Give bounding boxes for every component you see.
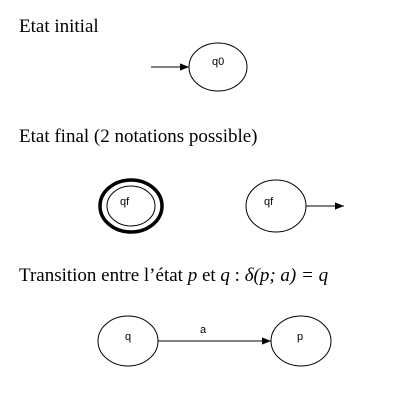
final-state-label-arrow: qf	[264, 196, 274, 208]
final-state-heading: Etat final (2 notations possible)	[19, 126, 258, 147]
transition-heading-middle: et	[197, 265, 221, 286]
transition-target-state	[270, 315, 332, 367]
transition-heading-formula: δ(p; a) = q	[244, 265, 329, 286]
transition-source-label: q	[125, 331, 131, 343]
transition-heading-var-p: p	[187, 265, 198, 286]
transition-heading-var-q: q	[220, 265, 230, 286]
initial-state-heading: Etat initial	[19, 16, 99, 37]
initial-state-circle	[188, 42, 248, 92]
transition-heading-prefix: Transition entre l’état	[19, 265, 188, 286]
final-state-arrow-circle	[245, 179, 307, 233]
initial-state-label: q0	[212, 56, 224, 68]
transition-heading-colon: :	[229, 265, 245, 286]
transition-heading: Transition entre l’état p et q : δ(p; a)…	[19, 266, 328, 285]
transition-edge-label: a	[200, 324, 207, 336]
final-state-outer-circle	[98, 178, 164, 234]
final-state-label-double: qf	[120, 196, 130, 208]
final-state-inner-circle	[106, 185, 156, 227]
transition-target-label: p	[297, 331, 303, 343]
